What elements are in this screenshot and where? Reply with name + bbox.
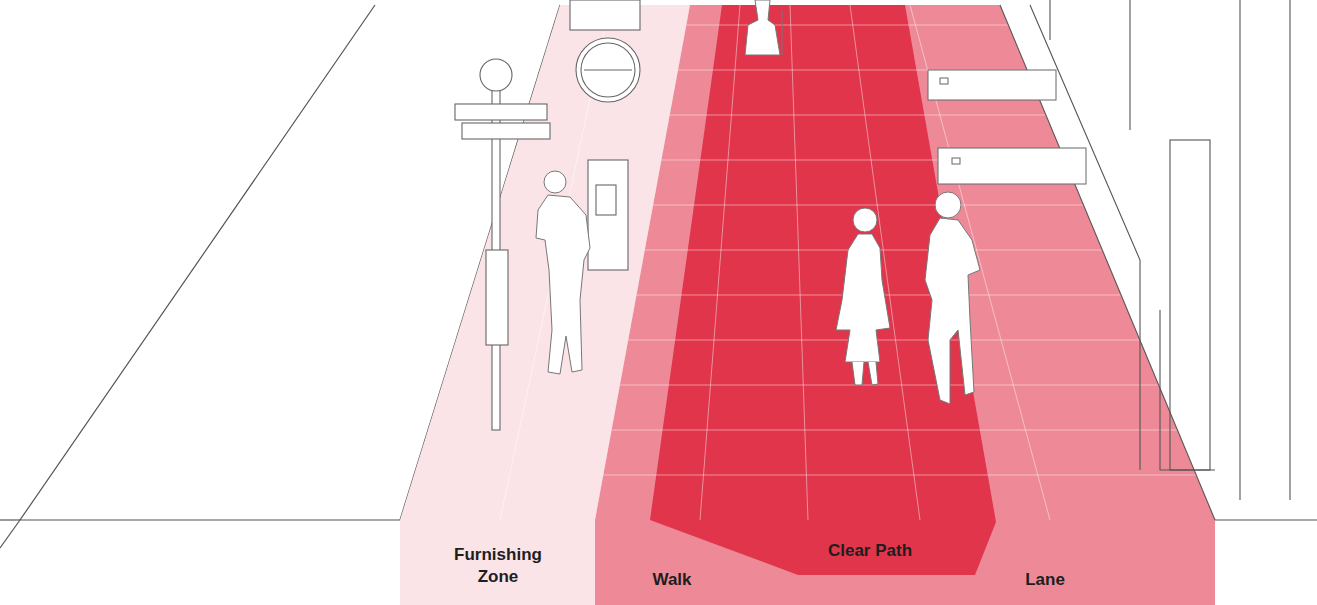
zone-label: Furnishing Zone: [438, 544, 558, 588]
zone-label: Lane: [1005, 569, 1085, 591]
pedestrians: [536, 0, 980, 404]
grates: [928, 70, 1086, 184]
zone-label: Clear Path: [805, 540, 935, 562]
street-furniture: [455, 0, 640, 430]
paving-grid: [500, 5, 1196, 520]
zone-label: Walk: [632, 569, 712, 591]
